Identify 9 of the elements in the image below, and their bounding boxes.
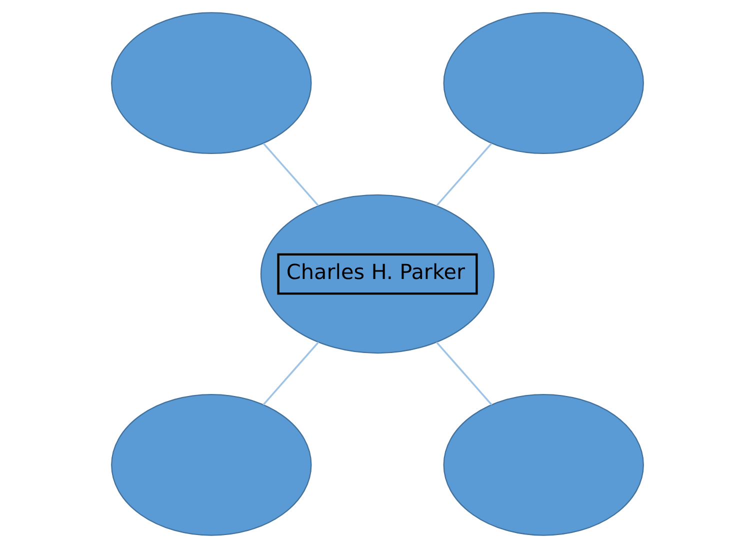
node-ellipse [110,12,312,154]
node-ellipse [442,12,644,154]
node-ellipse [110,394,312,536]
connector [435,342,492,406]
node-ellipse: Charles H. Parker [260,194,494,354]
connector [262,142,318,206]
node-ellipse [442,394,644,536]
connector [262,342,319,406]
connector [436,142,492,206]
